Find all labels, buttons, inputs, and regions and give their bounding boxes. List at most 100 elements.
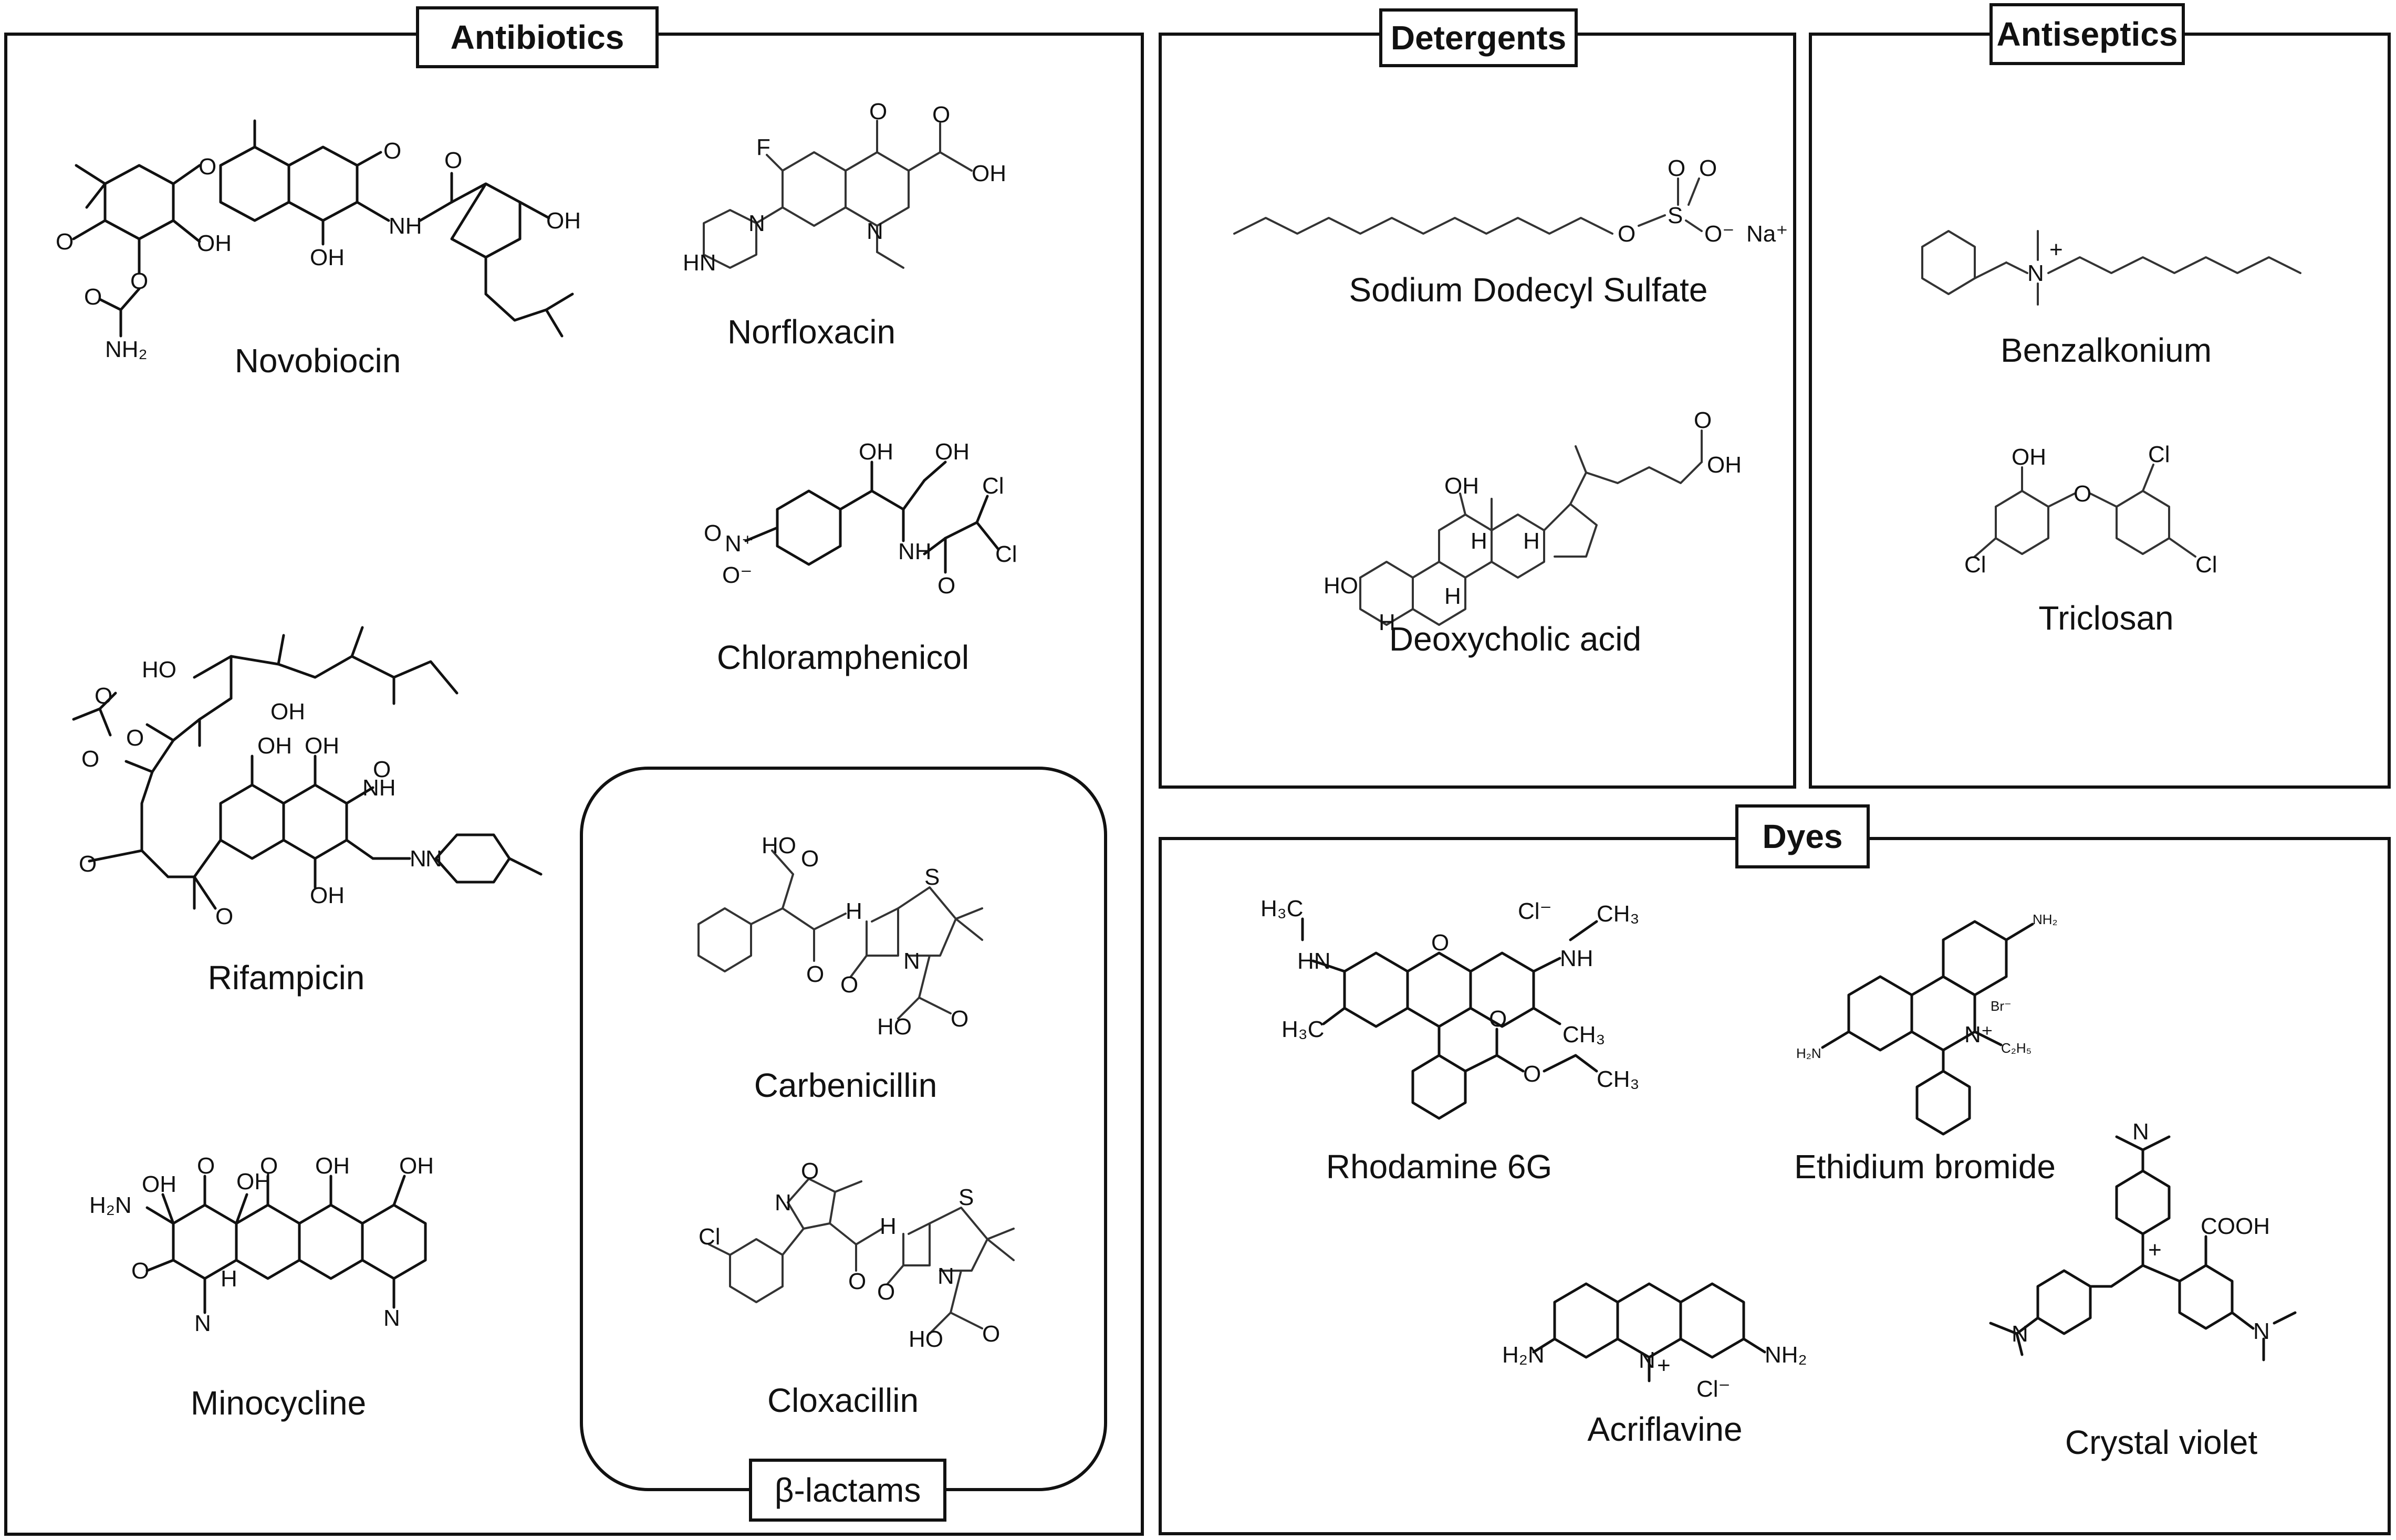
svg-text:O: O — [806, 961, 824, 987]
svg-text:O: O — [197, 1153, 215, 1179]
svg-text:HO: HO — [142, 657, 176, 683]
svg-text:O: O — [1523, 1061, 1541, 1087]
svg-text:O: O — [1431, 930, 1449, 956]
chloramphenicol-label: Chloramphenicol — [716, 638, 970, 676]
dyes-panel — [1159, 837, 2391, 1535]
antibiotics-title: Antibiotics — [416, 6, 659, 68]
svg-text:OH: OH — [859, 439, 893, 465]
svg-text:F: F — [756, 134, 770, 160]
detergents-panel — [1159, 33, 1796, 789]
svg-text:O: O — [199, 154, 216, 180]
svg-text:N: N — [903, 948, 920, 974]
minocycline-structure: H₂N OH O OH O OH OH O H N N — [89, 1153, 434, 1336]
svg-text:+: + — [2148, 1237, 2162, 1263]
acriflavine-label: Acriflavine — [1587, 1410, 1743, 1448]
svg-text:Cl: Cl — [982, 473, 1004, 499]
svg-text:O: O — [2074, 481, 2091, 507]
svg-text:OH: OH — [305, 733, 339, 759]
svg-text:NH₂: NH₂ — [2033, 912, 2058, 927]
svg-text:OH: OH — [1707, 452, 1742, 478]
svg-text:O: O — [801, 1158, 819, 1184]
svg-text:Cl⁻: Cl⁻ — [1696, 1376, 1731, 1402]
svg-text:O: O — [1489, 1006, 1507, 1032]
rifampicin-label: Rifampicin — [207, 959, 365, 997]
svg-text:OH: OH — [935, 439, 970, 465]
svg-text:N: N — [775, 1190, 791, 1216]
svg-text:NH: NH — [389, 213, 422, 239]
svg-text:CH₃: CH₃ — [1562, 1022, 1605, 1047]
svg-text:NH₂: NH₂ — [105, 337, 148, 362]
svg-text:Na⁺: Na⁺ — [1746, 221, 1788, 247]
antibiotics-panel — [4, 33, 1144, 1536]
svg-text:HO: HO — [1324, 573, 1358, 599]
svg-text:N: N — [2253, 1318, 2270, 1344]
svg-text:O: O — [1668, 155, 1685, 181]
svg-text:OH: OH — [270, 699, 305, 725]
svg-text:H: H — [1523, 528, 1540, 554]
svg-text:N: N — [867, 218, 883, 244]
svg-text:O: O — [215, 904, 233, 929]
svg-text:N: N — [425, 846, 442, 872]
svg-text:OH: OH — [310, 245, 345, 270]
svg-text:O: O — [1694, 407, 1712, 433]
rhodamine-label: Rhodamine 6G — [1326, 1148, 1553, 1186]
triclosan-structure: OH O Cl Cl Cl — [1964, 442, 2217, 578]
svg-text:Cl: Cl — [1964, 552, 1986, 578]
svg-text:OH: OH — [236, 1169, 271, 1195]
svg-text:Cl: Cl — [699, 1224, 721, 1250]
svg-text:OH: OH — [197, 231, 232, 256]
sds-structure: O S O O O⁻ Na⁺ — [1229, 155, 1788, 247]
acriflavine-structure: H₂N N + NH₂ Cl⁻ — [1502, 1260, 1807, 1402]
svg-text:O⁻: O⁻ — [722, 562, 752, 588]
svg-text:O: O — [81, 746, 99, 772]
svg-text:Cl⁻: Cl⁻ — [1518, 898, 1552, 924]
svg-text:OH: OH — [972, 161, 1006, 186]
svg-text:H: H — [880, 1213, 897, 1239]
svg-text:HO: HO — [762, 833, 796, 858]
svg-text:O: O — [131, 1258, 149, 1284]
svg-text:H: H — [221, 1266, 237, 1292]
svg-text:NH: NH — [1560, 946, 1593, 971]
rhodamine-structure: H₃C HN H₃C O Cl⁻ NH CH₃ CH₃ O O CH₃ — [1260, 896, 1639, 1124]
svg-text:S: S — [1668, 203, 1683, 228]
svg-text:O: O — [126, 725, 144, 751]
novobiocin-structure: O O OH O O NH₂ O OH NH O OH — [56, 116, 581, 362]
sds-label: Sodium Dodecyl Sulfate — [1349, 271, 1708, 309]
svg-text:H₂N: H₂N — [1502, 1342, 1545, 1368]
svg-text:O⁻: O⁻ — [1704, 221, 1734, 247]
svg-text:O: O — [937, 573, 955, 599]
svg-text:O: O — [869, 99, 887, 124]
deoxycholic-structure: HO OH O OH H H H H — [1324, 407, 1742, 635]
svg-text:O: O — [383, 138, 401, 164]
antiseptics-panel — [1809, 33, 2391, 789]
crystal-violet-label: Crystal violet — [2065, 1423, 2258, 1461]
ethidium-label: Ethidium bromide — [1794, 1148, 2056, 1186]
svg-text:CH₃: CH₃ — [1597, 901, 1639, 927]
svg-text:O: O — [79, 851, 97, 877]
svg-text:H: H — [1444, 583, 1461, 609]
svg-text:OH: OH — [399, 1153, 434, 1179]
svg-text:H₃C: H₃C — [1282, 1017, 1324, 1042]
svg-text:N⁺: N⁺ — [725, 531, 754, 557]
svg-text:O: O — [95, 683, 112, 709]
svg-text:S: S — [959, 1185, 974, 1210]
svg-text:O: O — [982, 1321, 1000, 1347]
svg-text:NH: NH — [362, 775, 396, 801]
benzalkonium-structure: N + — [1912, 215, 2321, 320]
svg-text:O: O — [444, 148, 462, 173]
svg-text:H₂N: H₂N — [89, 1192, 132, 1218]
svg-text:Br⁻: Br⁻ — [1991, 998, 2012, 1014]
svg-text:N: N — [410, 846, 426, 872]
chloramphenicol-structure: N⁺ O O⁻ OH OH NH O Cl Cl — [704, 439, 1017, 599]
svg-text:Cl: Cl — [2148, 442, 2170, 467]
svg-text:O: O — [130, 268, 148, 294]
svg-text:O: O — [848, 1269, 866, 1294]
svg-text:N: N — [2012, 1321, 2028, 1347]
svg-text:C₂H₅: C₂H₅ — [2001, 1040, 2032, 1056]
svg-text:N: N — [383, 1305, 400, 1331]
svg-text:O: O — [840, 972, 858, 998]
minocycline-label: Minocycline — [190, 1384, 367, 1422]
svg-text:Cl: Cl — [2195, 552, 2217, 578]
svg-text:O: O — [1699, 155, 1717, 181]
svg-text:H₂N: H₂N — [1796, 1045, 1821, 1061]
